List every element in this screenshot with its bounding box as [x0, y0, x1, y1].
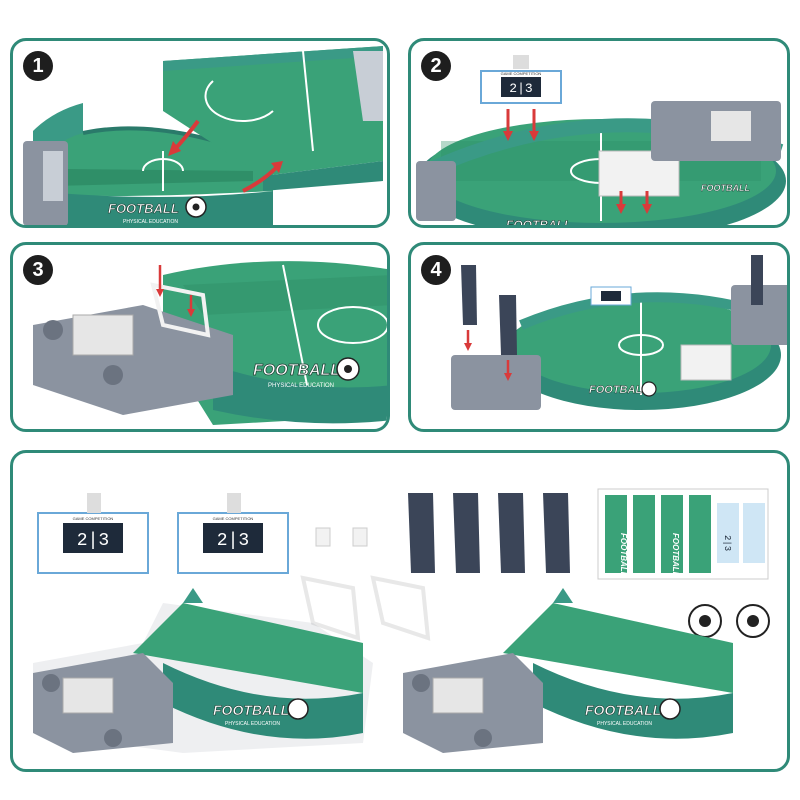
scoreboard-caption: GAME COMPETITION — [213, 516, 254, 521]
football-logo-text: FOOTBALL — [585, 702, 661, 718]
scoreboard-caption: GAME COMPETITION — [73, 516, 114, 521]
goal-base — [33, 305, 233, 415]
scoreboard: 2|3 GAME COMPETITION — [480, 55, 562, 104]
step-4-illustration: FOOTBALL — [451, 255, 787, 410]
arrow-down-icon — [642, 204, 652, 214]
football-logo-text: FOOTBALL — [253, 362, 340, 379]
scoreboard-digits: 2|3 — [509, 81, 532, 96]
step-1-badge: 1 — [23, 51, 53, 81]
cup-holder-icon — [42, 674, 60, 692]
football-logo-subtitle: PHYSICAL EDUCATION — [225, 721, 280, 727]
step-2-panel: 2 2|3 GAME COMPETITION FOOTBALL FO — [408, 38, 790, 228]
goal-frame-white — [680, 344, 732, 381]
goal-frame-white — [150, 282, 211, 338]
scoreboard-part: 2|3 GAME COMPETITION — [177, 493, 289, 574]
arrow-down-icon — [504, 373, 512, 381]
soccer-ball-icon — [287, 698, 309, 720]
parts-panel: 2|3 GAME COMPETITION 2|3 GAME COMPETITIO… — [10, 450, 790, 772]
football-logo-subtitle: PHYSICAL EDUCATION — [123, 219, 178, 225]
half-field-part: FOOTBALL PHYSICAL EDUCATION — [403, 588, 733, 753]
football-logo-subtitle: PHYSICAL EDUCATION — [268, 383, 334, 389]
football-logo: FOOTBALL PHYSICAL EDUCATION — [108, 196, 207, 225]
step-3-illustration: FOOTBALL PHYSICAL EDUCATION — [33, 261, 387, 425]
goal-base-left — [451, 355, 541, 410]
goal-base-right — [731, 285, 787, 345]
cup-holder-icon — [43, 320, 63, 340]
football-logo-text: FOOTBALL — [213, 702, 289, 718]
football-logo-text-side: FOOTBALL — [701, 183, 750, 193]
cup-holder-icon — [103, 365, 123, 385]
arrow-down-icon — [616, 204, 626, 214]
step-4-panel: 4 FOOTBALL — [408, 242, 790, 432]
goal-base-left — [416, 161, 456, 221]
arrow-down-icon — [187, 309, 195, 317]
handle-piece — [751, 255, 763, 305]
sticker-score-digits: 2|3 — [722, 535, 732, 551]
football-logo-subtitle: PHYSICAL EDUCATION — [597, 721, 652, 727]
handle-piece — [408, 493, 435, 573]
sticker-sheet: FOOTBALL FOOTBALL 2|3 — [597, 488, 769, 580]
cup-holder-icon — [104, 729, 122, 747]
cup-holder-icon — [474, 729, 492, 747]
step-2-badge: 2 — [421, 51, 451, 81]
handle-piece — [461, 265, 477, 325]
arrow-down-icon — [503, 131, 513, 141]
clip-part — [315, 527, 331, 547]
goal-frame-white — [370, 575, 431, 641]
scoreboard-caption: GAME COMPETITION — [501, 71, 542, 76]
parts-illustration: 2|3 GAME COMPETITION 2|3 GAME COMPETITIO… — [33, 488, 770, 753]
handle-piece — [453, 493, 480, 573]
football-logo-text: FOOTBALL — [108, 201, 179, 216]
football-logo-text: FOOTBALL — [506, 218, 571, 228]
sticker-football-text: FOOTBALL — [671, 533, 680, 577]
half-field-part: FOOTBALL PHYSICAL EDUCATION — [33, 588, 373, 753]
soccer-ball-icon — [659, 698, 681, 720]
arrow-down-icon — [529, 131, 539, 141]
handle-piece — [499, 295, 517, 355]
step-1-illustration: FOOTBALL PHYSICAL EDUCATION — [23, 46, 383, 225]
handle-piece — [498, 493, 525, 573]
clip-part — [352, 527, 368, 547]
step-3-panel: 3 FOOTBALL PHYSICAL EDUCATION — [10, 242, 390, 432]
sticker-football-text: FOOTBALL — [619, 533, 628, 577]
goal-frame-white — [300, 575, 361, 641]
scoreboard-digits: 2|3 — [77, 531, 109, 551]
step-2-illustration: 2|3 GAME COMPETITION FOOTBALL FOOTBALL — [416, 55, 786, 228]
football-logo-text: FOOTBALL — [589, 384, 649, 396]
handle-piece — [543, 493, 570, 573]
step-1-panel: 1 FOOTBALL PHYSICAL EDUCATION — [10, 38, 390, 228]
arrow-down-icon — [464, 343, 472, 351]
step-3-badge: 3 — [23, 255, 53, 285]
cup-holder-icon — [412, 674, 430, 692]
scoreboard-part: 2|3 GAME COMPETITION — [37, 493, 149, 574]
step-4-badge: 4 — [421, 255, 451, 285]
arrow-down-icon — [156, 289, 164, 297]
right-half-field — [163, 46, 383, 191]
scoreboard-digits: 2|3 — [217, 531, 249, 551]
soccer-ball-icon — [641, 381, 657, 397]
left-half-field — [23, 103, 274, 225]
